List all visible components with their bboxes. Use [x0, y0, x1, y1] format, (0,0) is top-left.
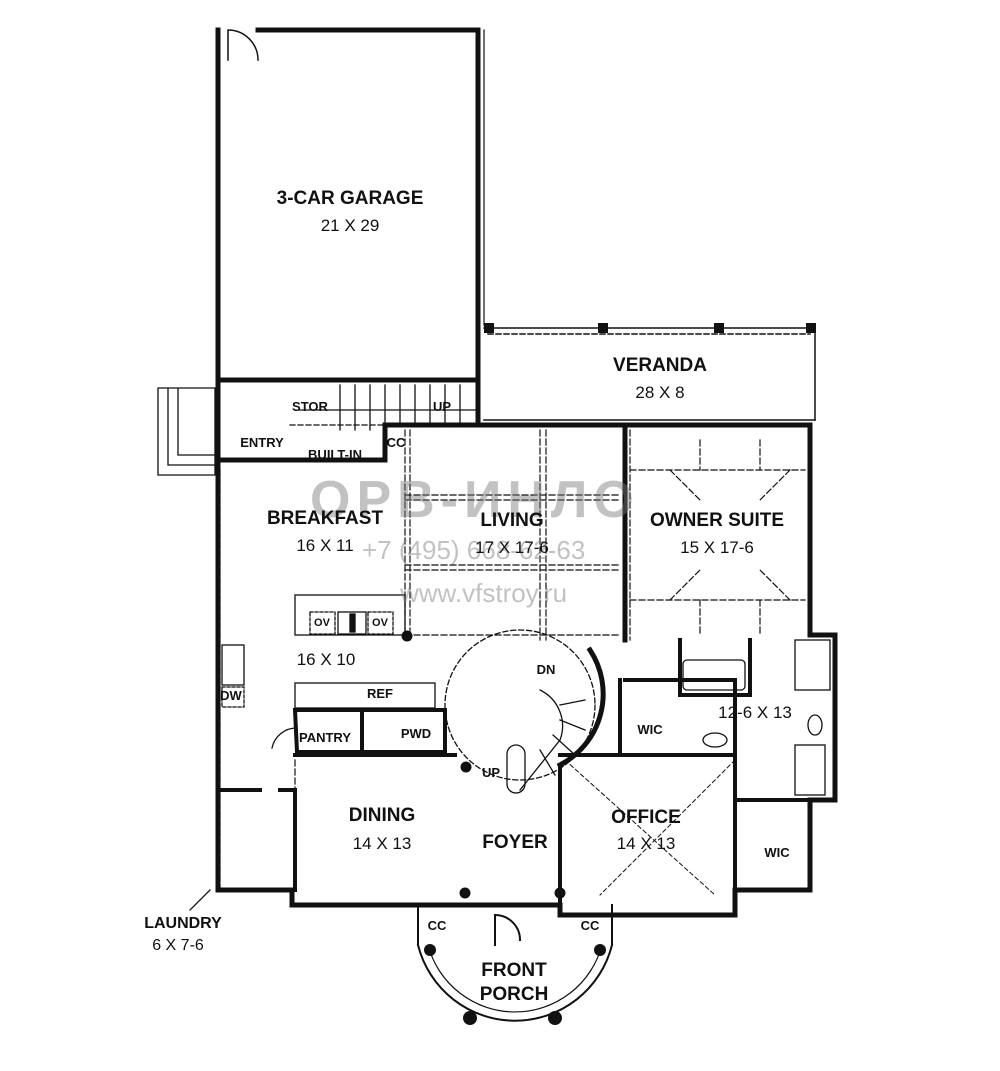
stair-up-label: UP — [432, 399, 452, 414]
kitchen-sink — [221, 644, 245, 708]
stair-up-foyer-label: UP — [481, 765, 501, 780]
owner-suite-size: 15 X 17-6 — [680, 538, 754, 557]
coat-closet-label: CC — [386, 435, 406, 450]
breakfast-label: BREAKFAST — [266, 508, 384, 529]
garage-stairs — [299, 384, 476, 431]
foyer-label: FOYER — [482, 832, 548, 853]
living-ceiling-grid — [219, 429, 806, 891]
built-in-label: BUILT-IN — [308, 447, 362, 462]
living-size: 17 X 17-6 — [475, 538, 549, 557]
side-steps — [157, 387, 216, 476]
front-porch-label: FRONT — [481, 960, 547, 981]
front-porch-label-2: PORCH — [479, 984, 549, 1005]
pantry-pwd-walls — [292, 708, 447, 754]
owner-bath-size: 12-6 X 13 — [718, 703, 792, 722]
stair-down-label: DN — [536, 662, 556, 677]
watermark-url: www.vfstroy.ru — [400, 578, 568, 608]
exterior-walls — [215, 377, 838, 918]
garage-door — [227, 29, 259, 61]
garage-walls — [215, 27, 481, 383]
bath-fixtures — [682, 639, 831, 796]
laundry-label: LAUNDRY — [144, 915, 222, 932]
laundry-size: 6 X 7-6 — [152, 937, 204, 954]
front-porch — [416, 904, 614, 1022]
office-size: 14 X 13 — [616, 834, 676, 853]
watermark-logo: ОРВ-ИНЛО — [310, 471, 640, 529]
garage-label: 3-CAR GARAGE — [276, 188, 424, 209]
garage-size: 21 X 29 — [320, 216, 380, 235]
dining-label: DINING — [348, 805, 416, 826]
porch-columns — [424, 944, 606, 1025]
powder-room-label: PWD — [400, 726, 432, 741]
stor-label: STOR — [292, 399, 328, 414]
coat-closet-right-label: CC — [580, 918, 600, 933]
veranda-size: 28 X 8 — [635, 383, 685, 402]
wic-right-label: WIC — [764, 845, 790, 860]
column — [401, 630, 413, 642]
veranda-label: VERANDA — [613, 355, 707, 376]
kitchen-size: 16 X 10 — [296, 650, 356, 669]
ref-label: REF — [367, 686, 393, 701]
breakfast-size: 16 X 11 — [296, 536, 354, 555]
entry-label: ENTRY — [240, 435, 284, 450]
owner-suite-label: OWNER SUITE — [649, 510, 785, 531]
living-label: LIVING — [480, 510, 544, 531]
wic-suite-label: WIC — [637, 722, 663, 737]
oven-label-2: OV — [372, 617, 388, 629]
interior-walls — [216, 638, 812, 907]
coat-closet-left-label: CC — [427, 918, 447, 933]
dishwasher-label: DW — [220, 688, 242, 703]
watermark-phone: +7 (495) 668-62-63 — [362, 535, 586, 565]
oven-label-1: OV — [314, 617, 330, 629]
pantry-label: PANTRY — [299, 730, 351, 745]
veranda-posts — [484, 323, 816, 333]
dining-size: 14 X 13 — [352, 834, 412, 853]
office-label: OFFICE — [611, 807, 681, 828]
